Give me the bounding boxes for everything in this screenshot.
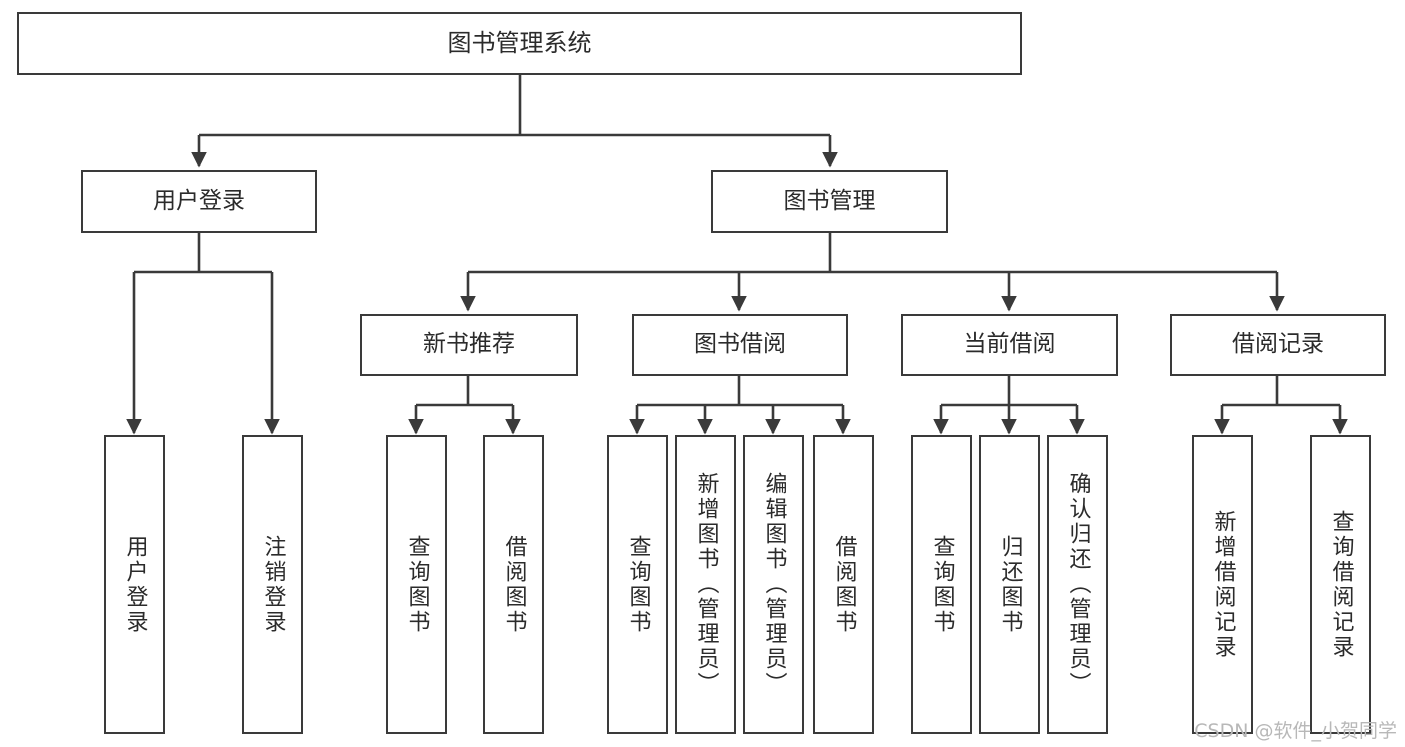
leaf-book-borrow-edit[interactable]: 编辑图书（管理员）: [743, 435, 804, 734]
node-label: 当前借阅: [963, 331, 1056, 358]
leaf-new-book-query[interactable]: 查询图书: [386, 435, 447, 734]
node-label: 编辑图书（管理员）: [761, 472, 787, 697]
leaf-borrow-record-query[interactable]: 查询借阅记录: [1310, 435, 1371, 734]
node-label: 图书借阅: [694, 331, 786, 358]
leaf-book-borrow-add[interactable]: 新增图书（管理员）: [675, 435, 736, 734]
node-label: 新增借阅记录: [1210, 509, 1236, 660]
node-book-borrowing[interactable]: 图书借阅: [632, 314, 848, 376]
node-label: 查询借阅记录: [1328, 509, 1354, 660]
node-label: 图书管理: [783, 187, 876, 214]
node-new-book-recommendation[interactable]: 新书推荐: [360, 314, 578, 376]
node-book-management[interactable]: 图书管理: [711, 170, 948, 233]
node-label: 图书管理系统: [447, 29, 592, 58]
node-borrowing-records[interactable]: 借阅记录: [1170, 314, 1386, 376]
leaf-user-login-logout[interactable]: 注销登录: [242, 435, 303, 734]
node-label: 用户登录: [153, 187, 245, 214]
node-label: 确认归还（管理员）: [1065, 472, 1091, 697]
leaf-book-borrow-query[interactable]: 查询图书: [607, 435, 668, 734]
node-label: 用户登录: [122, 534, 148, 635]
leaf-borrow-record-add[interactable]: 新增借阅记录: [1192, 435, 1253, 734]
node-user-login[interactable]: 用户登录: [81, 170, 317, 233]
leaf-user-login-login[interactable]: 用户登录: [104, 435, 165, 734]
leaf-current-borrow-return[interactable]: 归还图书: [979, 435, 1040, 734]
node-current-borrowing[interactable]: 当前借阅: [901, 314, 1118, 376]
node-root-system[interactable]: 图书管理系统: [17, 12, 1022, 75]
node-label: 借阅图书: [831, 534, 857, 635]
watermark: CSDN @软件_小贺同学: [1194, 720, 1397, 742]
node-label: 借阅记录: [1232, 331, 1324, 358]
leaf-current-borrow-query[interactable]: 查询图书: [911, 435, 972, 734]
node-label: 查询图书: [404, 534, 430, 635]
node-label: 借阅图书: [501, 534, 527, 635]
node-label: 新书推荐: [423, 331, 515, 358]
leaf-new-book-borrow[interactable]: 借阅图书: [483, 435, 544, 734]
leaf-current-borrow-confirm-return[interactable]: 确认归还（管理员）: [1047, 435, 1108, 734]
node-label: 新增图书（管理员）: [693, 472, 719, 697]
node-label: 注销登录: [260, 534, 286, 635]
node-label: 查询图书: [625, 534, 651, 635]
node-label: 查询图书: [929, 534, 955, 635]
node-label: 归还图书: [997, 534, 1023, 635]
leaf-book-borrow-borrow[interactable]: 借阅图书: [813, 435, 874, 734]
